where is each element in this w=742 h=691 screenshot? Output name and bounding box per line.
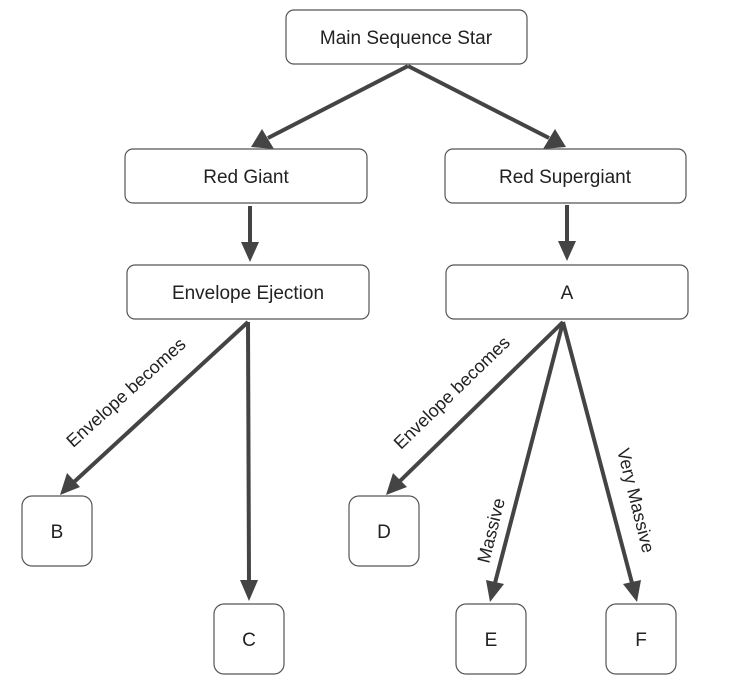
node-d: D xyxy=(348,495,420,567)
node-label-envelope-ejection: Envelope Ejection xyxy=(172,283,324,304)
node-label-c: C xyxy=(242,630,256,651)
node-red-giant: Red Giant xyxy=(124,148,368,204)
node-label-b: B xyxy=(51,522,64,543)
node-label-f: F xyxy=(635,630,647,651)
edge-label-a-to-d: Envelope becomes xyxy=(390,332,514,453)
edge-main-to-redgiant xyxy=(251,64,409,149)
node-label-red-supergiant: Red Supergiant xyxy=(499,167,632,188)
node-red-supergiant: Red Supergiant xyxy=(444,148,687,204)
node-main-sequence-star: Main Sequence Star xyxy=(285,9,528,65)
node-a: A xyxy=(445,264,689,320)
edge-ejection-to-c xyxy=(240,321,258,601)
node-label-a: A xyxy=(561,283,574,304)
node-c: C xyxy=(213,603,285,675)
edge-a-to-e xyxy=(486,321,565,602)
edge-redgiant-to-ejection xyxy=(241,206,259,262)
node-label-main-sequence-star: Main Sequence Star xyxy=(320,28,493,49)
node-b: B xyxy=(21,495,93,567)
node-label-red-giant: Red Giant xyxy=(203,167,289,188)
node-label-e: E xyxy=(485,630,498,651)
edge-main-to-redsupergiant xyxy=(407,64,566,149)
node-label-d: D xyxy=(377,522,391,543)
edge-redsupergiant-to-a xyxy=(558,205,576,261)
edge-a-to-d xyxy=(386,320,565,495)
edge-a-to-f xyxy=(561,321,641,602)
node-f: F xyxy=(605,603,677,675)
node-envelope-ejection: Envelope Ejection xyxy=(126,264,370,320)
node-e: E xyxy=(455,603,527,675)
edge-ejection-to-b xyxy=(60,320,250,495)
